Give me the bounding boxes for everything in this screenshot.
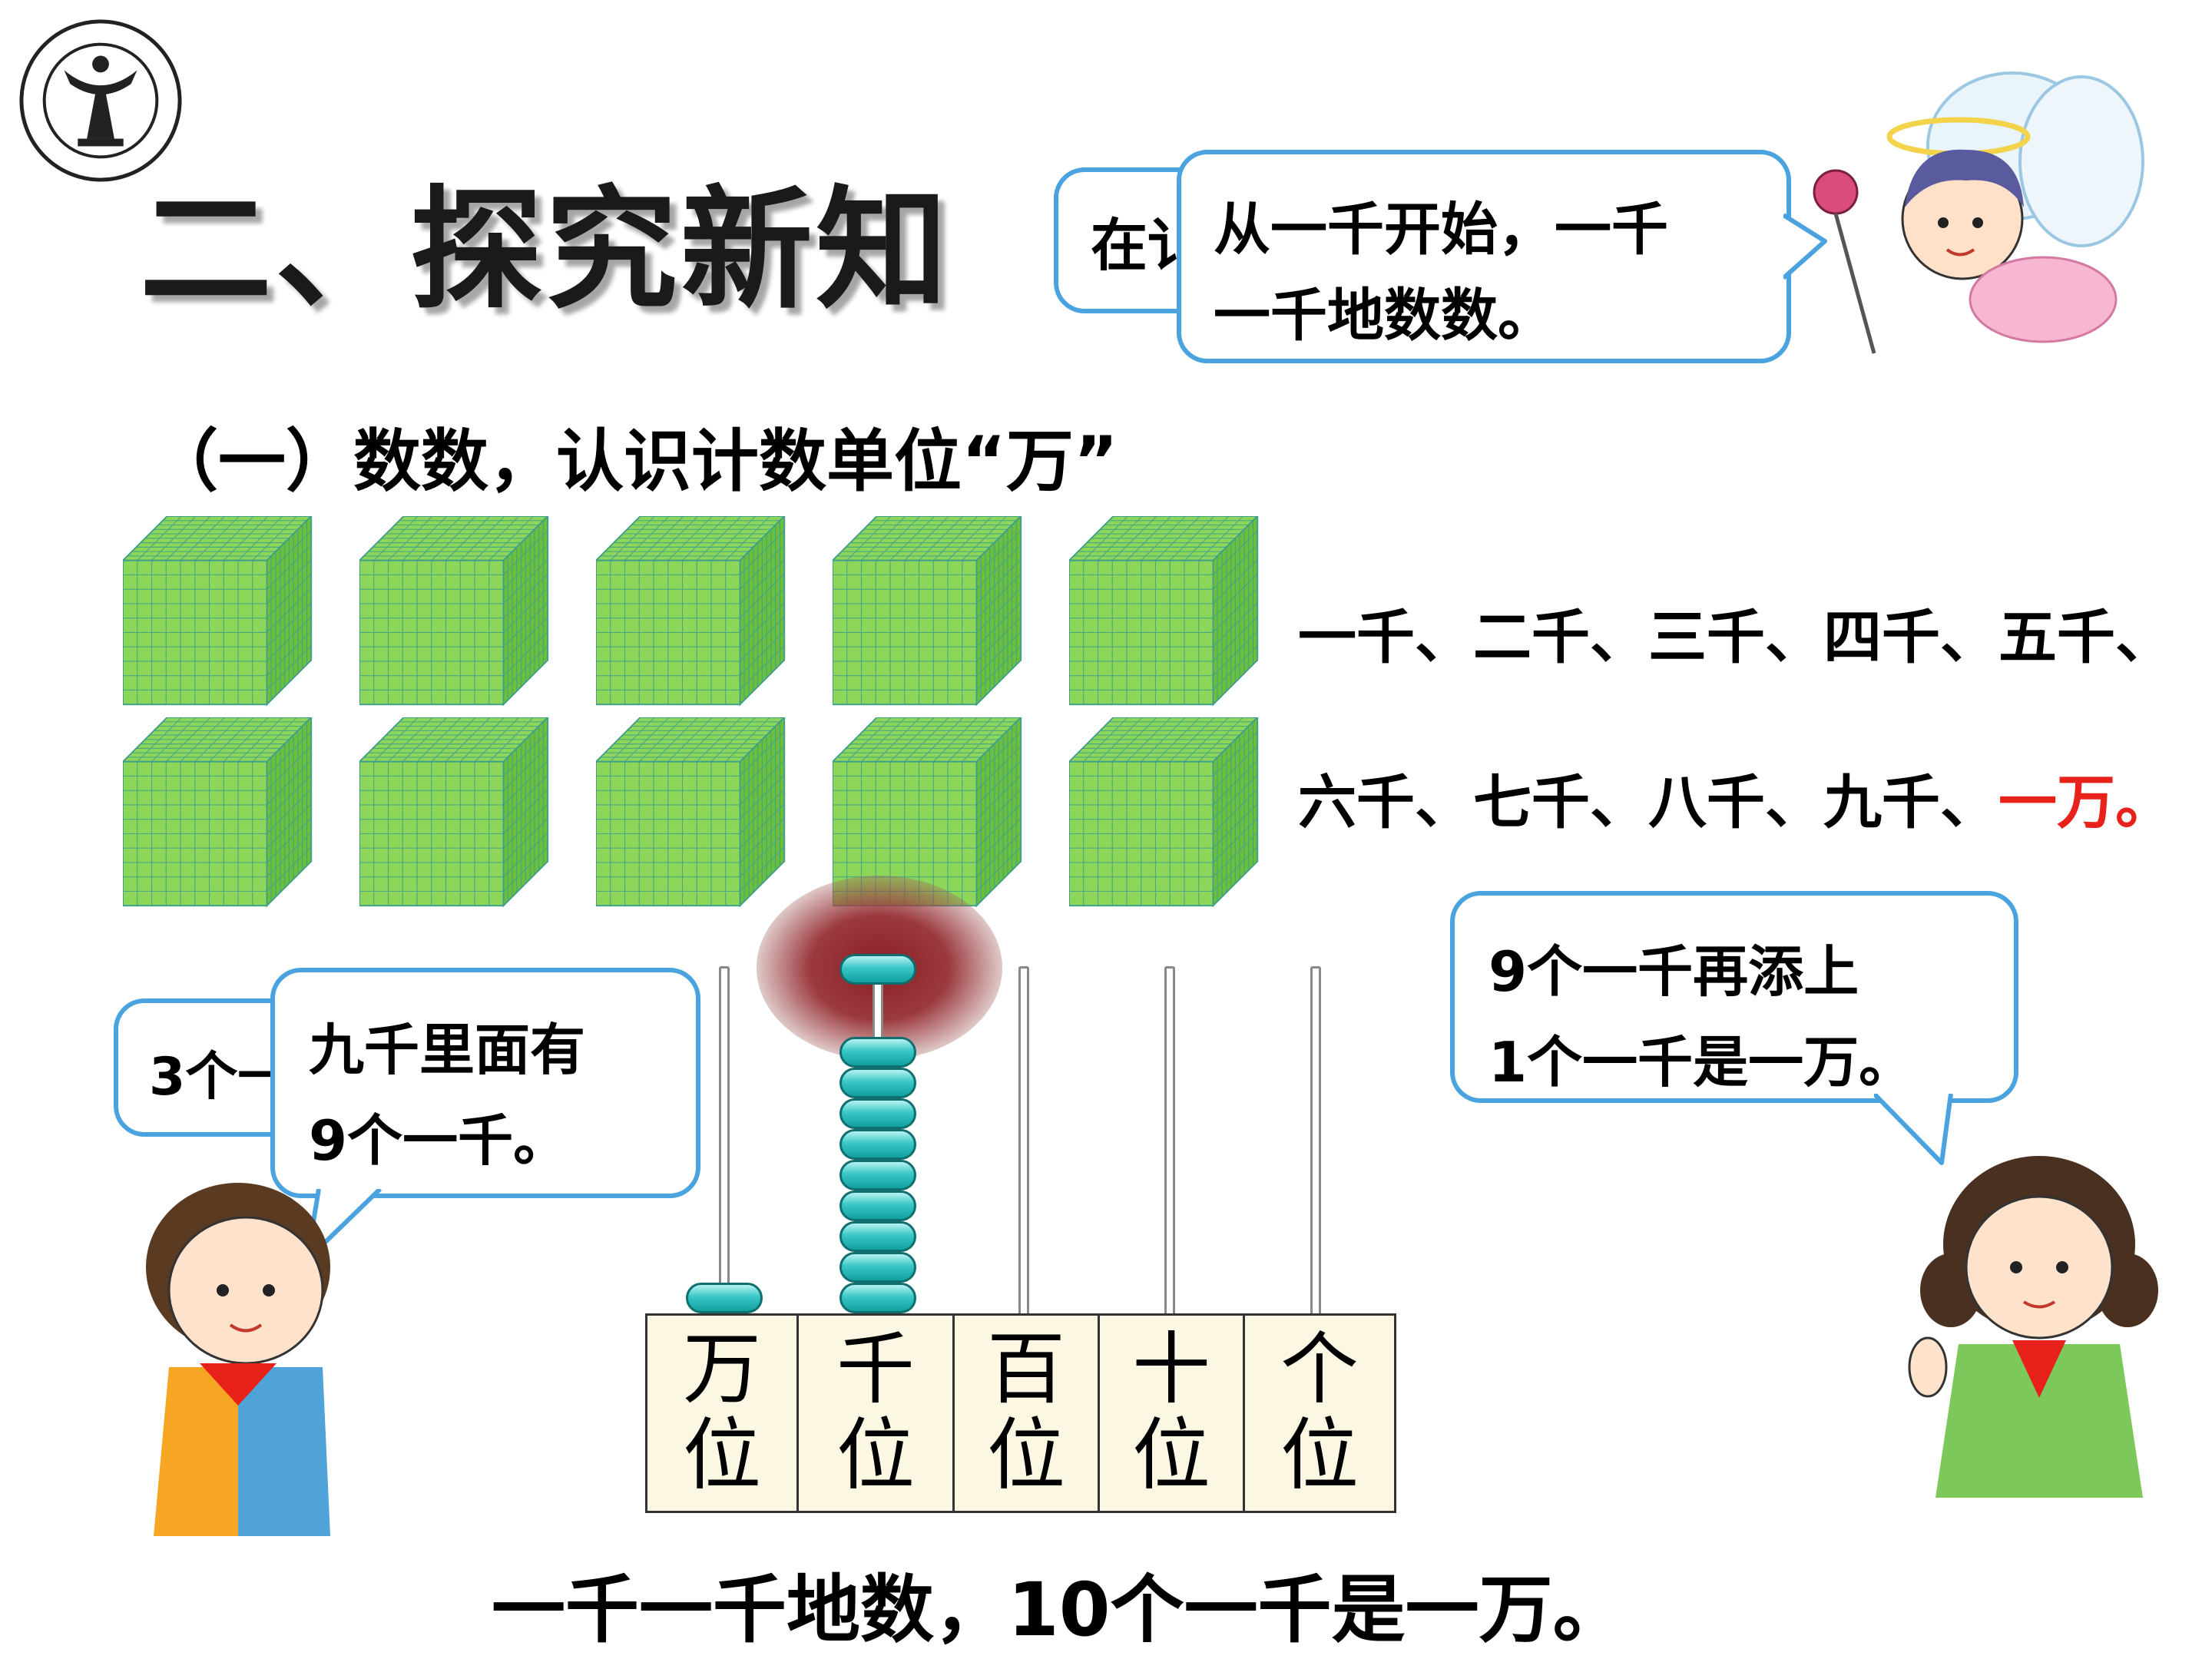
abacus-bead	[839, 1129, 916, 1160]
section-heading: （一）数数，认识计数单位“万”	[151, 422, 1118, 501]
bubble-line-1: 9个一千再添上	[1488, 939, 1859, 1004]
bubble-line-2: 一千地数数。	[1214, 283, 1555, 349]
abacus-bead	[839, 1068, 916, 1098]
abacus-bead	[839, 1037, 916, 1068]
place-label-top: 十	[1132, 1324, 1210, 1416]
summary-text: 一千一千地数，10个一千是一万。	[492, 1567, 1627, 1653]
school-logo	[19, 19, 182, 182]
count-text-highlight: 一万。	[1998, 768, 2174, 836]
thousand-cube	[123, 717, 313, 908]
abacus-rod-tens	[1164, 966, 1175, 1316]
bubble-line-1: 九千里面有	[309, 1018, 586, 1082]
count-text-row-2-main: 六千、七千、八千、九千、	[1298, 768, 1998, 836]
page-title: 二、探究新知	[140, 173, 951, 327]
thousand-cube	[359, 717, 549, 908]
abacus-bead	[839, 1190, 916, 1221]
thousand-cube	[1069, 516, 1259, 707]
thousand-cube	[1069, 717, 1259, 908]
boy-illustration	[146, 1183, 330, 1536]
place-label-bottom: 位	[836, 1410, 915, 1502]
speech-bubble-ten-thousand: 9个一千再添上 1个一千是一万。	[1450, 891, 2018, 1103]
abacus-bead	[839, 1160, 916, 1190]
thousand-cube	[359, 516, 549, 707]
place-label-bottom: 位	[1280, 1410, 1359, 1502]
place-label-bottom: 位	[987, 1410, 1065, 1502]
place-label-top: 百	[987, 1324, 1065, 1416]
place-label-thousands: 千 位	[796, 1313, 955, 1513]
place-label-hundreds: 百 位	[952, 1313, 1100, 1513]
abacus-rod-ten-thousands	[719, 966, 730, 1316]
girl-illustration	[1908, 1156, 2158, 1498]
bubble-text: 3个一	[149, 1047, 290, 1108]
count-text-row-2: 六千、七千、八千、九千、一万。	[1298, 755, 2174, 839]
place-label-ones: 个 位	[1243, 1313, 1396, 1513]
thousand-cube	[833, 516, 1022, 707]
fairy-illustration	[1813, 71, 2144, 354]
speech-bubble-counting: 从一千开始，一千 一千地数数。	[1177, 150, 1791, 363]
thousand-cube	[596, 717, 786, 908]
bubble-tail	[1874, 1094, 1953, 1165]
place-label-top: 千	[836, 1324, 915, 1416]
abacus-rod-ones	[1310, 966, 1321, 1316]
bubble-tail	[1783, 213, 1827, 280]
abacus-bead	[686, 1283, 763, 1313]
abacus-bead	[839, 1221, 916, 1252]
abacus-bead	[839, 1252, 916, 1283]
bubble-line-1: 从一千开始，一千	[1214, 197, 1668, 263]
place-label-bottom: 位	[683, 1410, 761, 1502]
bubble-line-2: 1个一千是一万。	[1488, 1030, 1915, 1094]
bubble-line-2: 9个一千。	[309, 1108, 569, 1173]
place-label-ten-thousands: 万 位	[645, 1313, 799, 1513]
abacus-rod-hundreds	[1018, 966, 1029, 1316]
place-label-top: 个	[1280, 1324, 1359, 1416]
thousand-cube	[596, 516, 786, 707]
abacus-bead-added	[839, 954, 916, 985]
speech-bubble-nine-thousand: 九千里面有 9个一千。	[270, 968, 700, 1198]
count-text-row-1: 一千、二千、三千、四千、五千、	[1298, 603, 2174, 671]
place-label-bottom: 位	[1132, 1410, 1210, 1502]
abacus-bead	[839, 1283, 916, 1313]
place-label-top: 万	[683, 1324, 761, 1416]
abacus-bead	[839, 1098, 916, 1129]
thousand-cube	[123, 516, 313, 707]
place-label-tens: 十 位	[1098, 1313, 1245, 1513]
